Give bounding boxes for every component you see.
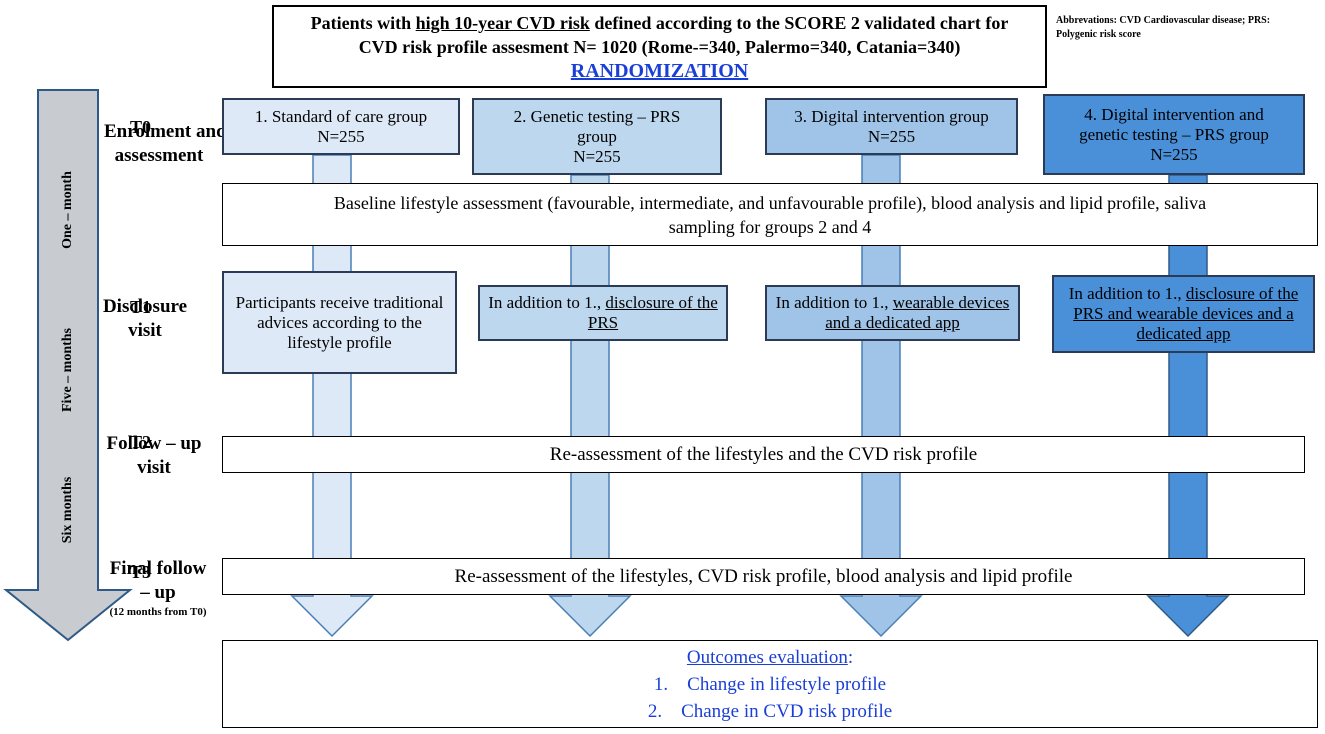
- disclosure-group-1-box: Participants receive traditional advices…: [222, 271, 457, 374]
- population-header-box: Patients with high 10-year CVD risk defi…: [272, 5, 1047, 88]
- phase-id-t2: T2: [130, 432, 152, 452]
- outcomes-box: Outcomes evaluation: 1. Change in lifest…: [222, 640, 1318, 728]
- header-line-2: CVD risk profile assesment N= 1020 (Rome…: [358, 36, 961, 57]
- phase-id-t3: T3: [130, 562, 152, 582]
- phase-name-t0: Enrolment and assessment: [104, 121, 227, 166]
- high-risk-underlined: high 10-year CVD risk: [415, 12, 590, 33]
- outcomes-title: Outcomes evaluation: [686, 646, 848, 668]
- group-4-box: 4. Digital intervention and genetic test…: [1043, 94, 1305, 175]
- group-1-box: 1. Standard of care group N=255: [222, 98, 460, 155]
- t3-note: (12 months from T0): [109, 606, 207, 618]
- baseline-assessment-box: Baseline lifestyle assessment (favourabl…: [222, 183, 1318, 246]
- outcome-item-2: 2. Change in CVD risk profile: [647, 700, 893, 722]
- randomization-label: RANDOMIZATION: [570, 59, 749, 82]
- phase-name-t1: Disclosure visit: [102, 296, 188, 341]
- group-2-box: 2. Genetic testing – PRS group N=255: [472, 98, 722, 175]
- phase-id-t1: T1: [130, 297, 152, 317]
- timeline-arrow: [3, 89, 133, 642]
- outcome-item-1: 1. Change in lifestyle profile: [653, 673, 887, 695]
- group-3-box: 3. Digital intervention group N=255: [765, 98, 1018, 155]
- phase-name-t2: Follow – up visit: [106, 433, 202, 478]
- phase-id-t0: T0: [130, 117, 152, 137]
- duration-one-month: One – month: [60, 171, 75, 249]
- duration-five-months: Five – months: [60, 328, 75, 412]
- phase-name-t3: Final follow – up (12 months from T0): [109, 558, 207, 618]
- final-followup-box: Re-assessment of the lifestyles, CVD ris…: [222, 558, 1305, 595]
- disclosure-group-4-box: In addition to 1., disclosure of the PRS…: [1052, 275, 1315, 353]
- duration-six-months: Six months: [60, 476, 75, 544]
- followup-box: Re-assessment of the lifestyles and the …: [222, 436, 1305, 473]
- abbreviations-note: Abbrevations: CVD Cardiovascular disease…: [1056, 15, 1271, 40]
- disclosure-group-2-box: In addition to 1., disclosure of the PRS: [478, 285, 728, 341]
- disclosure-group-3-box: In addition to 1., wearable devices and …: [765, 285, 1020, 341]
- header-line-1: Patients with high 10-year CVD risk defi…: [310, 12, 1009, 33]
